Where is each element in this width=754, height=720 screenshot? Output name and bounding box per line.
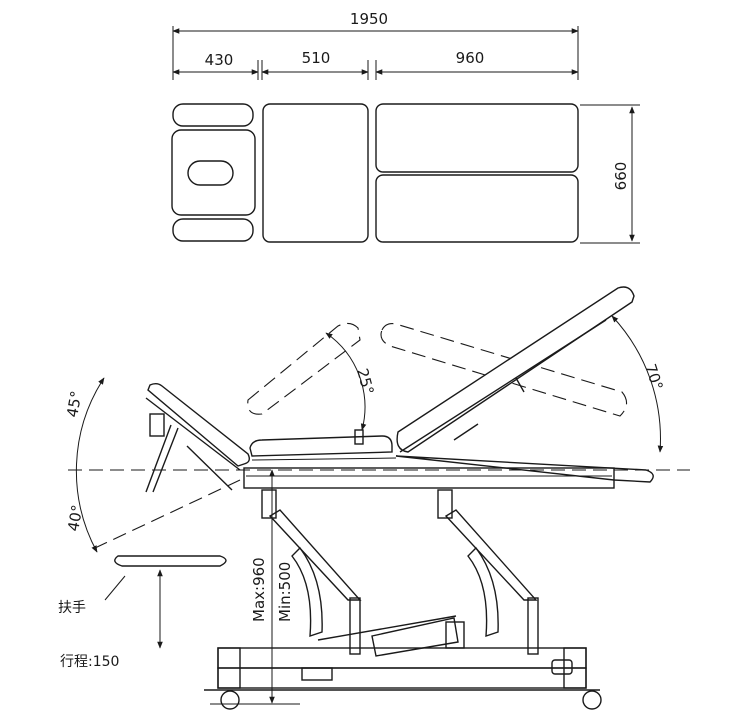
actuator-rod <box>317 615 457 641</box>
middle-latch <box>354 429 364 445</box>
back-angle-arc <box>611 315 664 453</box>
back-pad-lower <box>375 174 579 243</box>
right-lift-arm <box>444 509 538 601</box>
dim-middle-section: 510 <box>302 49 331 67</box>
dim-back-section: 960 <box>456 49 485 67</box>
dim-head-section: 430 <box>205 51 234 69</box>
back-gas-spring <box>453 423 479 441</box>
head-strut <box>152 427 179 493</box>
armrest-travel: 行程:150 <box>60 654 119 670</box>
right-caster-wheel <box>582 690 602 710</box>
head-armrest-bottom-pad <box>172 218 254 242</box>
height-max: Max:960 <box>250 557 268 622</box>
head-cushion <box>147 383 251 467</box>
armrest-lowered <box>114 555 227 567</box>
side-view: 45° 40° 25° 70° <box>58 286 690 710</box>
middle-cushion <box>249 435 393 457</box>
head-strut <box>145 424 172 493</box>
actuator-body <box>371 617 459 657</box>
dim-total-length: 1950 <box>350 10 388 28</box>
back-flat-extension <box>395 455 654 483</box>
armrest-label: 扶手 <box>58 600 86 616</box>
middle-angle-arc <box>325 332 367 431</box>
head-section-raised <box>145 383 251 493</box>
left-hanger <box>261 489 277 519</box>
top-view: 1950 430 510 960 660 <box>171 10 640 244</box>
right-post <box>527 597 539 655</box>
base-frame-bottom <box>217 667 587 689</box>
head-frame <box>145 397 241 471</box>
head-down-angle: 40° <box>64 503 86 532</box>
face-hole <box>187 160 234 186</box>
back-cushion <box>396 286 635 453</box>
head-angle-arc <box>75 377 105 553</box>
right-gas-spring-cover <box>467 546 499 637</box>
back-angle: 70° <box>641 362 666 393</box>
head-up-angle: 45° <box>63 389 85 418</box>
dim-width: 660 <box>612 162 630 191</box>
armrest-leader <box>104 575 126 601</box>
head-pad <box>171 129 256 216</box>
base-left-end <box>217 647 241 689</box>
head-down-line <box>94 479 241 549</box>
right-hanger <box>437 489 453 519</box>
left-gas-spring-cover <box>291 546 323 637</box>
back-frame <box>399 319 607 453</box>
base-lock-pedal <box>551 659 573 675</box>
foot-switch <box>301 667 333 681</box>
left-caster-wheel <box>220 690 240 710</box>
head-armrest-top-pad <box>172 103 254 127</box>
head-bracket <box>149 413 165 437</box>
back-bracket <box>515 377 525 393</box>
middle-tilted-dashed <box>247 322 361 415</box>
height-min: Min:500 <box>276 562 294 622</box>
left-post <box>349 597 361 655</box>
middle-angle: 25° <box>353 366 377 396</box>
middle-pad <box>262 103 369 243</box>
head-link <box>186 445 233 491</box>
back-section-raised <box>396 286 635 453</box>
back-pad-upper <box>375 103 579 173</box>
middle-base <box>251 457 397 461</box>
base-right-end <box>563 647 587 689</box>
main-frame <box>243 467 615 489</box>
